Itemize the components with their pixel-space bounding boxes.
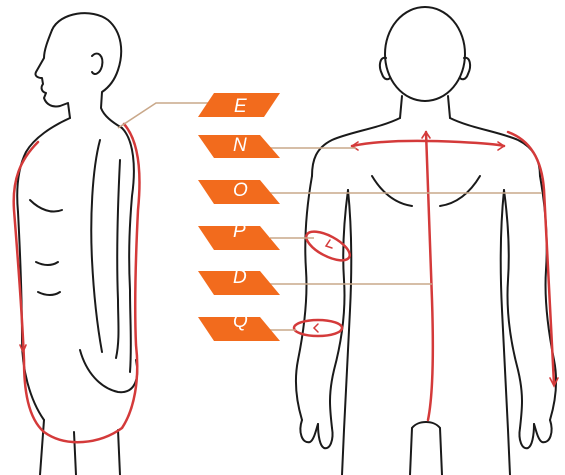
tag-o-label: O (233, 180, 248, 201)
tag-d: D (198, 267, 280, 295)
tag-p-label: P (233, 221, 246, 242)
tag-e: E (198, 93, 280, 117)
back-length-line (426, 132, 433, 420)
tag-e-label: E (234, 96, 247, 117)
tag-q: Q (198, 311, 280, 341)
shoulder-width-line (352, 141, 504, 146)
front-measurements (294, 132, 558, 420)
leader-e (118, 103, 212, 128)
side-measurement-loop (14, 124, 140, 442)
wrist-ring (294, 320, 342, 336)
front-view-figure (296, 7, 556, 475)
tag-o: O (198, 180, 280, 204)
leader-lines (118, 103, 542, 330)
tag-n-label: N (233, 135, 247, 156)
side-view-figure (17, 13, 137, 475)
tag-p: P (198, 221, 280, 250)
tag-n: N (198, 135, 280, 158)
tag-q-label: Q (233, 311, 248, 332)
tag-d-label: D (233, 267, 247, 288)
sleeve-length-line (508, 132, 554, 384)
